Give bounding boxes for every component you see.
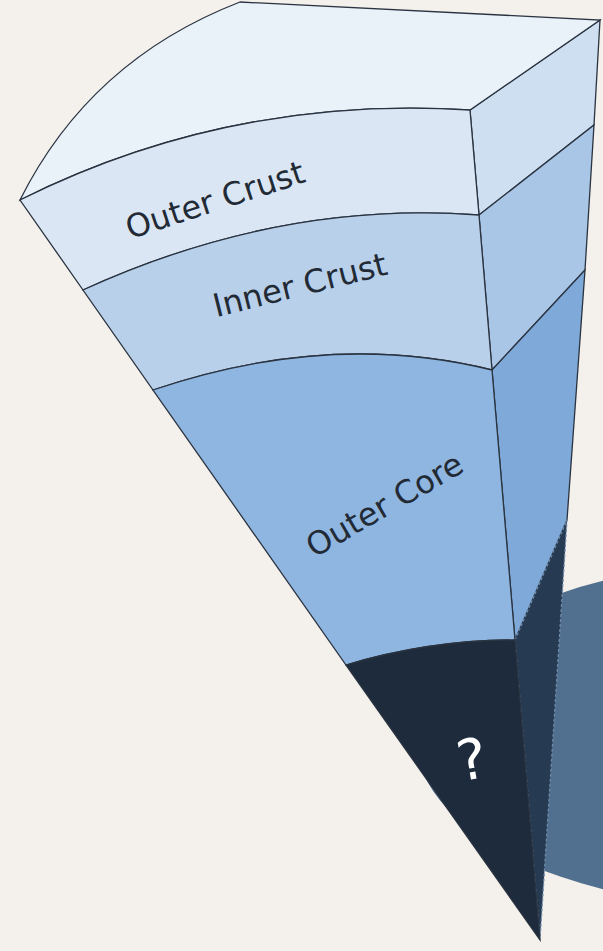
layer-band: Inner Crust [205,242,396,328]
layer-label: ? [452,724,493,795]
layer-band: Outer Crust [116,150,314,250]
layer-band: Outer Core [295,441,475,569]
layer-label: Outer Crust [121,153,310,247]
outer-core-band [153,354,515,665]
layer-band: ? [447,722,497,799]
layer-label: Outer Core [300,445,471,566]
inner-core-band [346,640,540,940]
layer-label: Inner Crust [209,245,391,325]
